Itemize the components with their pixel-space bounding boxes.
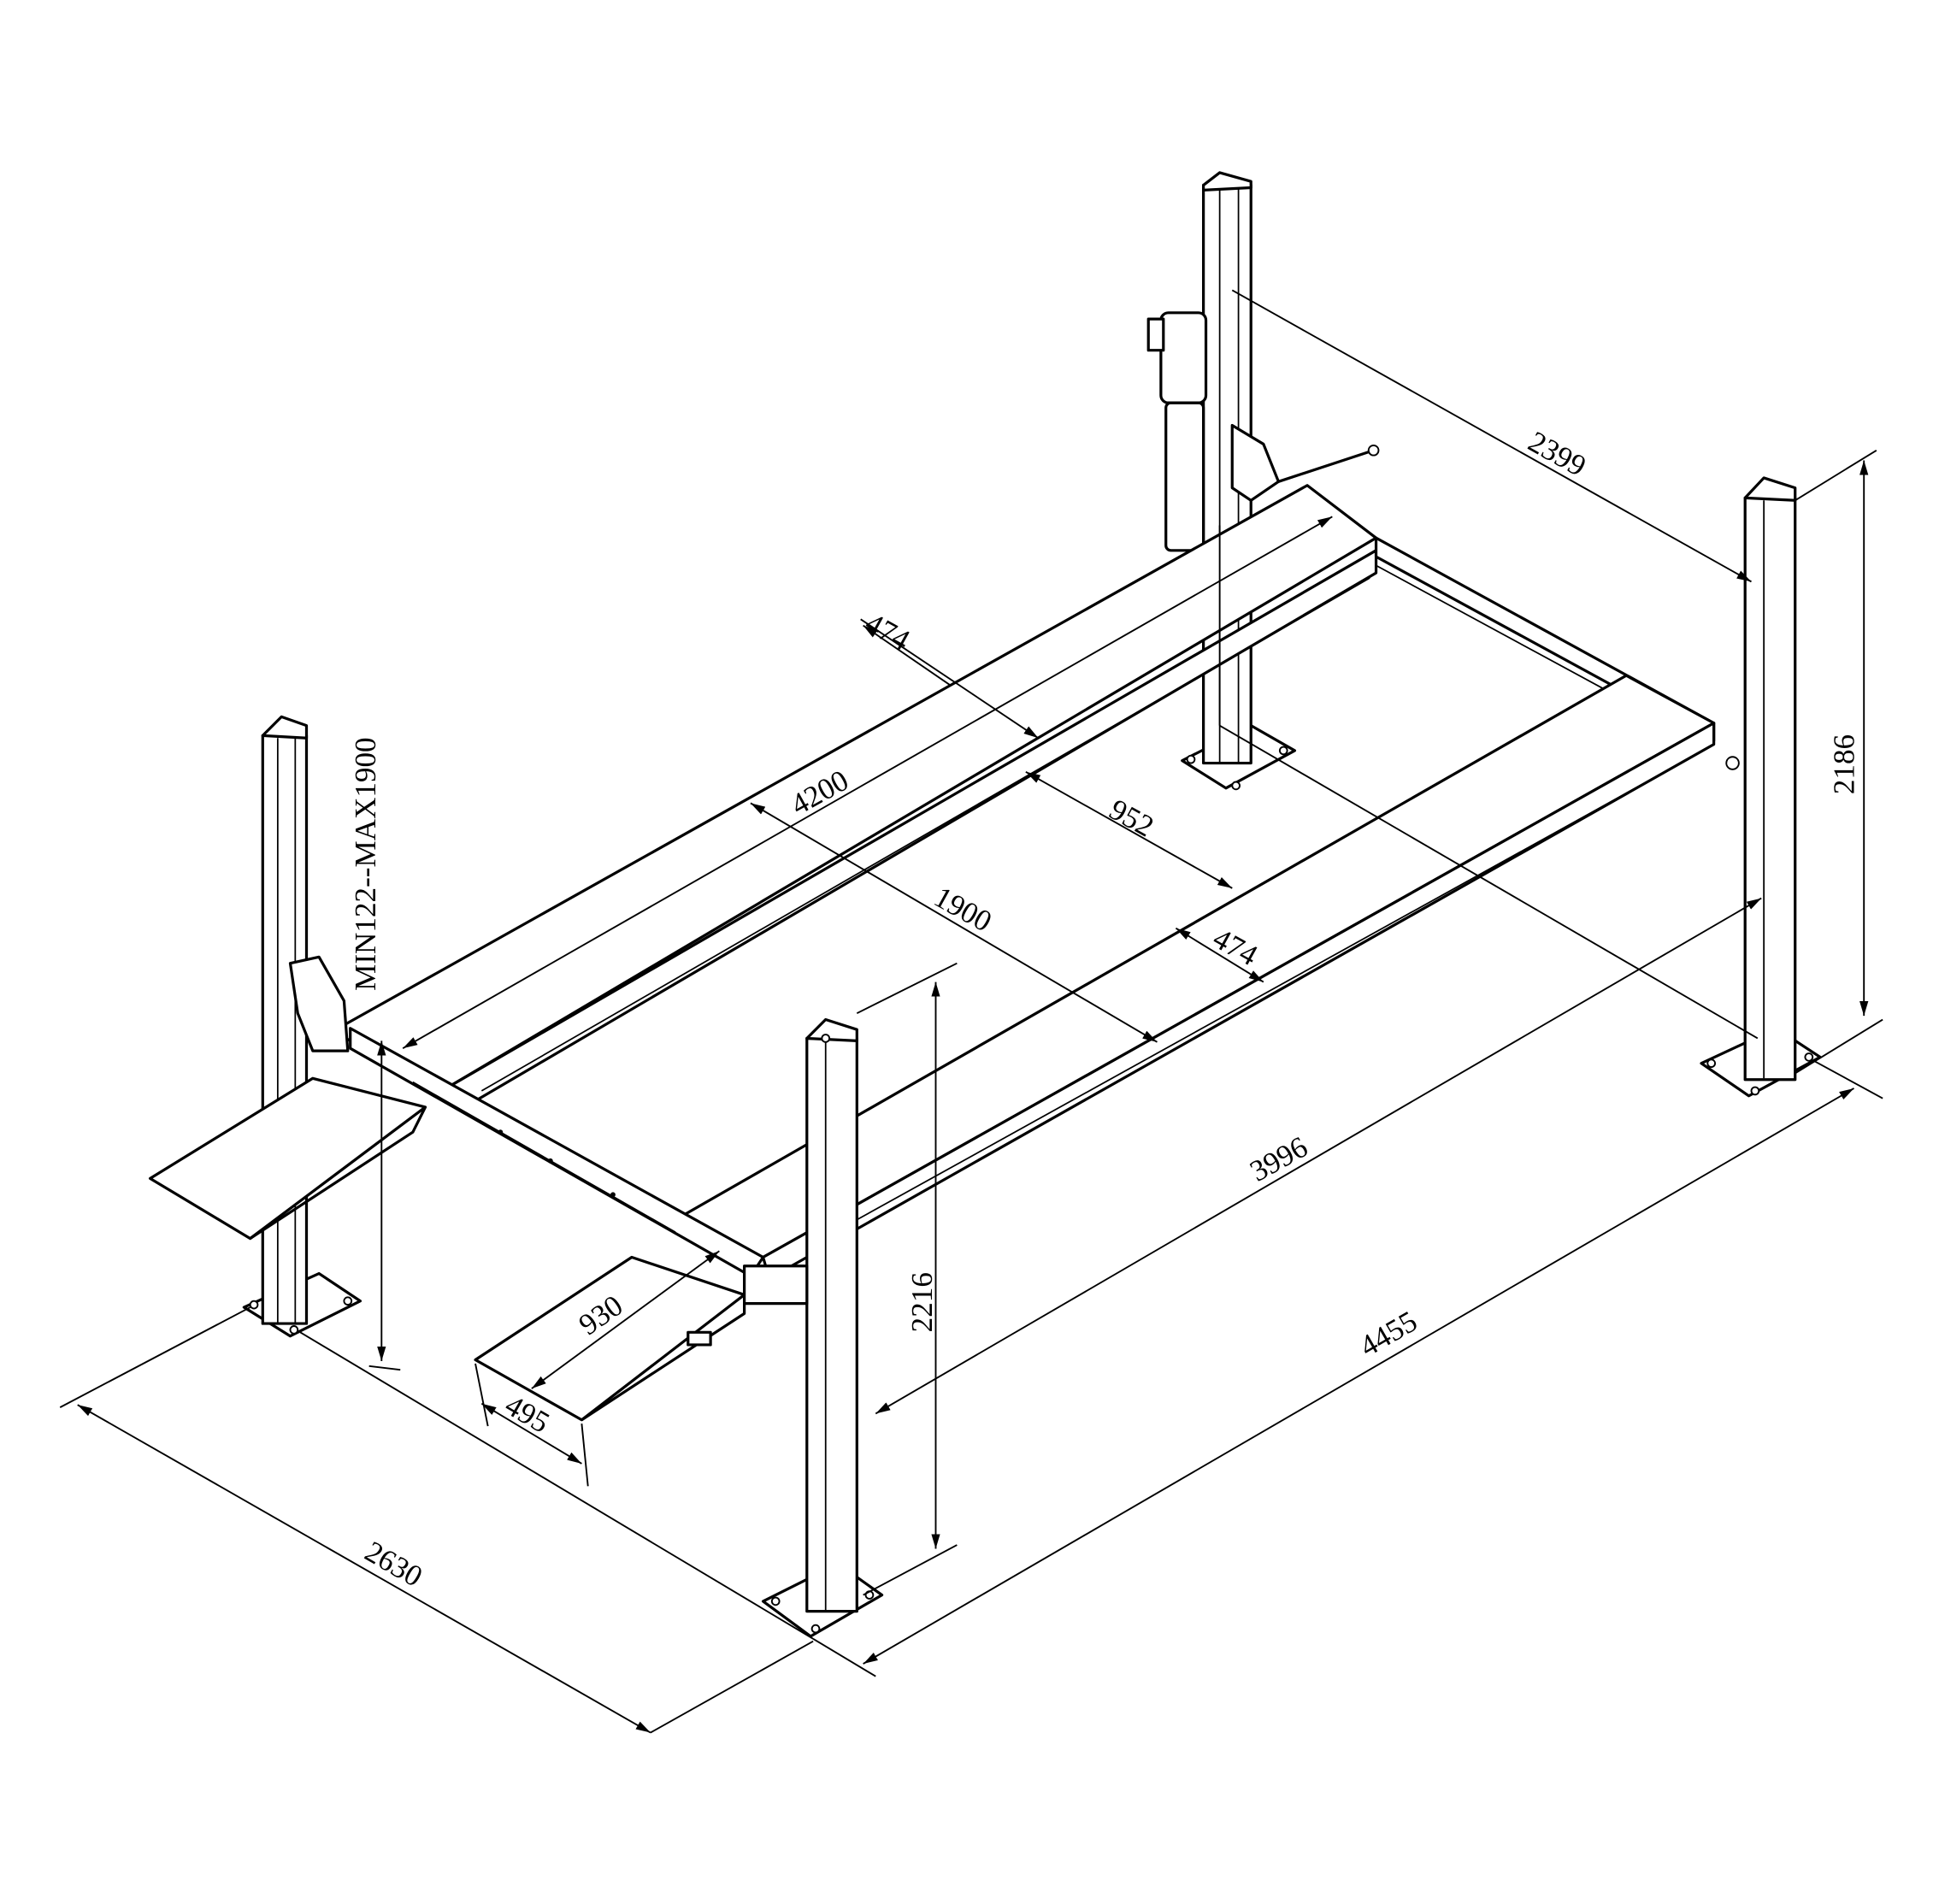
front-left-post xyxy=(242,715,362,1338)
back-right-post xyxy=(1700,476,1822,1098)
dim-4455: 4455 xyxy=(1354,1305,1423,1364)
dim-2186: 2186 xyxy=(1827,734,1860,794)
dim-lift-height-range: MIN122--MAX1900 xyxy=(349,737,382,990)
front-cross-beam xyxy=(349,1027,765,1278)
dim-1900: 1900 xyxy=(928,880,997,938)
left-ramp xyxy=(148,1076,427,1241)
motor-icon xyxy=(1146,311,1380,552)
dim-2399: 2399 xyxy=(1523,425,1591,483)
dim-2216: 2216 xyxy=(905,1272,939,1332)
dim-952: 952 xyxy=(1104,793,1159,844)
dim-2630: 2630 xyxy=(359,1535,427,1594)
dimension-lines xyxy=(59,289,1883,1734)
